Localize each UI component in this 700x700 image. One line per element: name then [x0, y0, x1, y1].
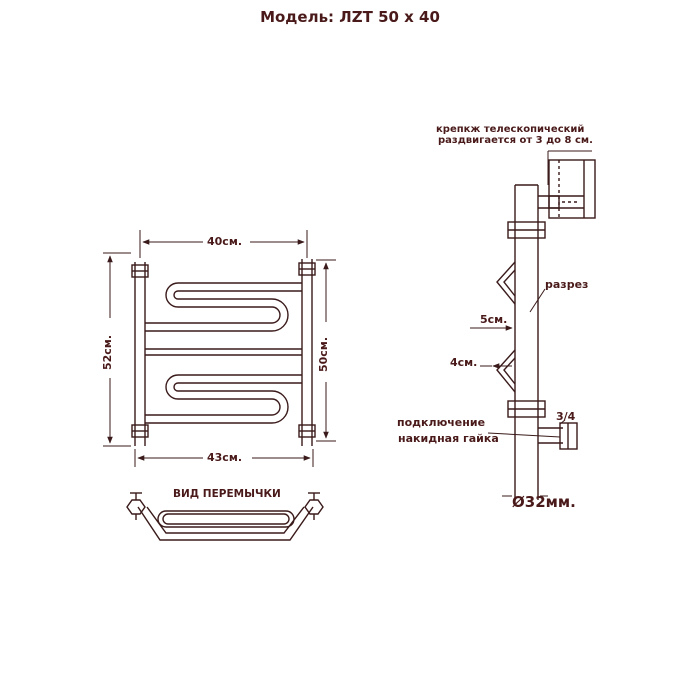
connection-note-line1: подключение: [397, 416, 486, 429]
lower-coil: [145, 374, 302, 416]
connection-note-line2: накидная гайка: [398, 432, 499, 445]
dimension-left-height: 52см.: [101, 335, 114, 370]
front-dimensions: [103, 230, 336, 467]
mount-note-line2: раздвигается от 3 до 8 см.: [438, 135, 593, 146]
dimension-top-width: 40см.: [207, 235, 242, 248]
right-riser: [298, 259, 316, 446]
pipe-diameter-label: Ø32мм.: [512, 493, 576, 511]
cut-label: разрез: [545, 278, 589, 291]
dimension-4cm: 4см.: [450, 356, 478, 369]
upper-coil: [145, 282, 302, 324]
jumper-view-label: ВИД ПЕРЕМЫЧКИ: [173, 488, 281, 500]
dimension-right-height: 50см.: [317, 337, 330, 372]
side-view: [496, 159, 596, 500]
dimension-5cm: 5см.: [480, 313, 508, 326]
side-annotations: [470, 150, 592, 497]
thread-size-label: 3/4: [556, 410, 576, 423]
left-riser: [131, 262, 149, 446]
jumper-view: [126, 492, 324, 541]
page-title: Модель: ЛZT 50 x 40: [260, 8, 440, 26]
dimension-bottom-width: 43см.: [207, 451, 242, 464]
front-view: [131, 259, 316, 446]
mount-note-line1: крепкж телескопический: [436, 124, 585, 135]
